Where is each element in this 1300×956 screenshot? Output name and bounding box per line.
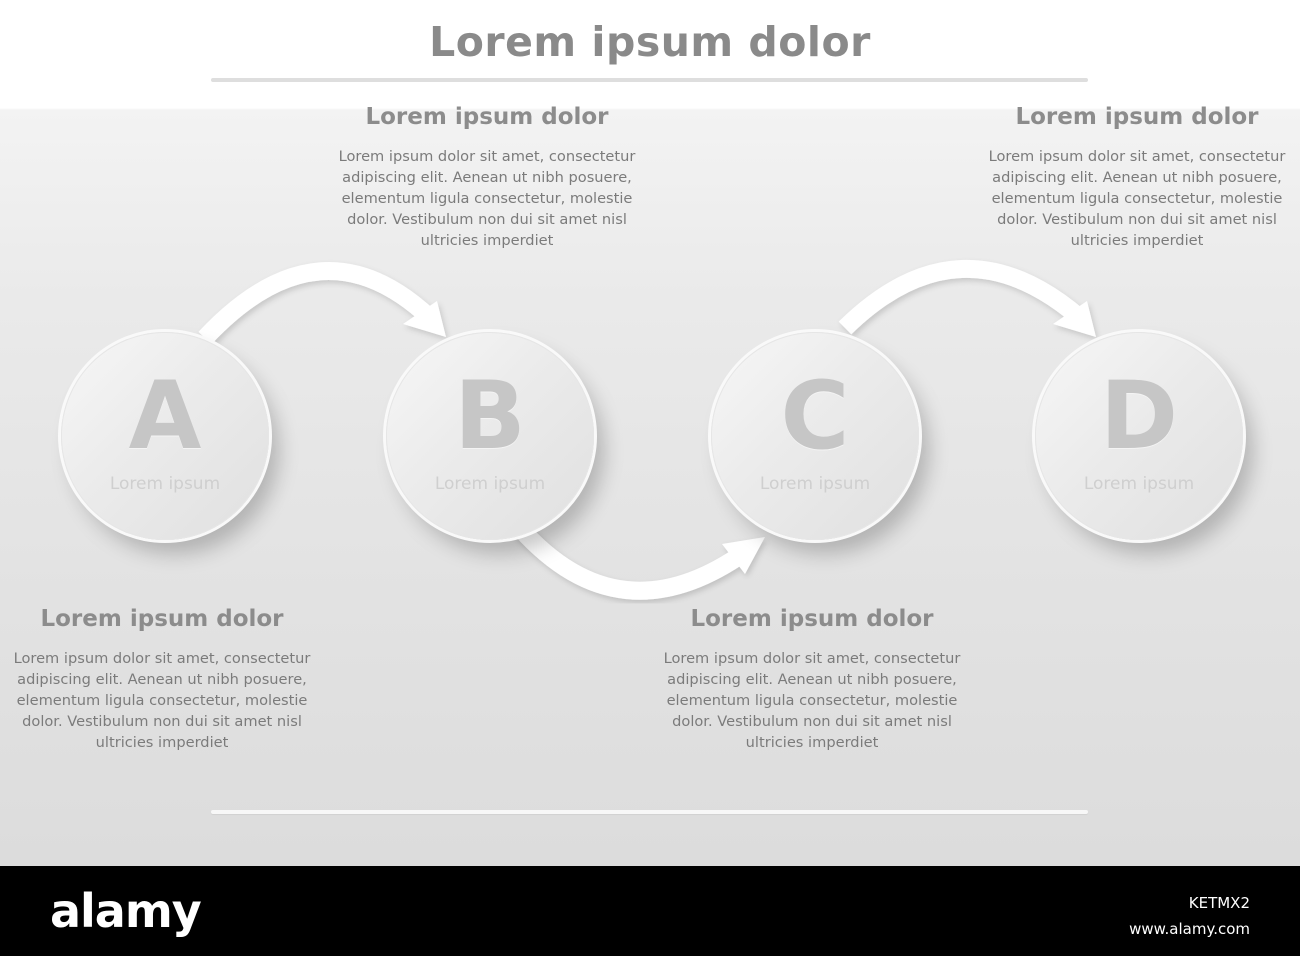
body-line: Lorem ipsum dolor sit amet, consectetur (663, 650, 961, 667)
text-block-b: Lorem ipsum dolor Lorem ipsum dolor sit … (337, 104, 637, 251)
step-letter: C (780, 362, 850, 471)
body-line: adipiscing elit. Aenean ut nibh posuere, (17, 671, 307, 688)
block-heading: Lorem ipsum dolor (40, 606, 284, 632)
text-block-a: Lorem ipsum dolor Lorem ipsum dolor sit … (12, 606, 312, 753)
arrow-b-to-c (513, 522, 765, 600)
body-line: elementum ligula consectetur, molestie (341, 190, 633, 207)
body-line: ultricies imperdiet (1070, 232, 1204, 249)
body-line: adipiscing elit. Aenean ut nibh posuere, (342, 169, 632, 186)
top-divider (211, 78, 1088, 82)
block-body: Lorem ipsum dolor sit amet, consectetur … (337, 146, 637, 251)
step-circle-d: D Lorem ipsum (1035, 332, 1243, 540)
body-line: ultricies imperdiet (95, 734, 229, 751)
alamy-logo: alamy (50, 884, 202, 938)
block-heading: Lorem ipsum dolor (365, 104, 609, 130)
body-line: Lorem ipsum dolor sit amet, consectetur (13, 650, 311, 667)
step-letter: D (1099, 362, 1179, 471)
step-circle-c: C Lorem ipsum (711, 332, 919, 540)
body-line: elementum ligula consectetur, molestie (666, 692, 958, 709)
body-line: adipiscing elit. Aenean ut nibh posuere, (992, 169, 1282, 186)
body-line: dolor. Vestibulum non dui sit amet nisl (997, 211, 1277, 228)
step-caption: Lorem ipsum (109, 474, 221, 494)
body-line: dolor. Vestibulum non dui sit amet nisl (672, 713, 952, 730)
block-heading: Lorem ipsum dolor (1015, 104, 1259, 130)
image-code: KETMX2 (1188, 894, 1250, 912)
text-block-c: Lorem ipsum dolor Lorem ipsum dolor sit … (662, 606, 962, 753)
step-letter: B (454, 362, 526, 471)
block-heading: Lorem ipsum dolor (690, 606, 934, 632)
body-line: ultricies imperdiet (745, 734, 879, 751)
bottom-divider (211, 810, 1088, 814)
block-body: Lorem ipsum dolor sit amet, consectetur … (662, 648, 962, 753)
body-line: Lorem ipsum dolor sit amet, consectetur (988, 148, 1286, 165)
body-line: elementum ligula consectetur, molestie (991, 190, 1283, 207)
watermark-footer: alamy KETMX2 www.alamy.com (0, 866, 1300, 956)
body-line: dolor. Vestibulum non dui sit amet nisl (22, 713, 302, 730)
step-letter: A (128, 362, 202, 471)
text-block-d: Lorem ipsum dolor Lorem ipsum dolor sit … (987, 104, 1287, 251)
body-line: Lorem ipsum dolor sit amet, consectetur (338, 148, 636, 165)
block-body: Lorem ipsum dolor sit amet, consectetur … (12, 648, 312, 753)
arrow-c-to-d (838, 260, 1096, 337)
site-url: www.alamy.com (1129, 920, 1250, 938)
step-circle-b: B Lorem ipsum (386, 332, 594, 540)
step-caption: Lorem ipsum (1083, 474, 1195, 494)
main-title: Lorem ipsum dolor (429, 18, 871, 66)
block-body: Lorem ipsum dolor sit amet, consectetur … (987, 146, 1287, 251)
step-caption: Lorem ipsum (434, 474, 546, 494)
step-caption: Lorem ipsum (759, 474, 871, 494)
body-line: ultricies imperdiet (420, 232, 554, 249)
step-circle-a: A Lorem ipsum (61, 332, 269, 540)
body-line: adipiscing elit. Aenean ut nibh posuere, (667, 671, 957, 688)
body-line: elementum ligula consectetur, molestie (16, 692, 308, 709)
arrow-a-to-b (198, 262, 446, 345)
body-line: dolor. Vestibulum non dui sit amet nisl (347, 211, 627, 228)
